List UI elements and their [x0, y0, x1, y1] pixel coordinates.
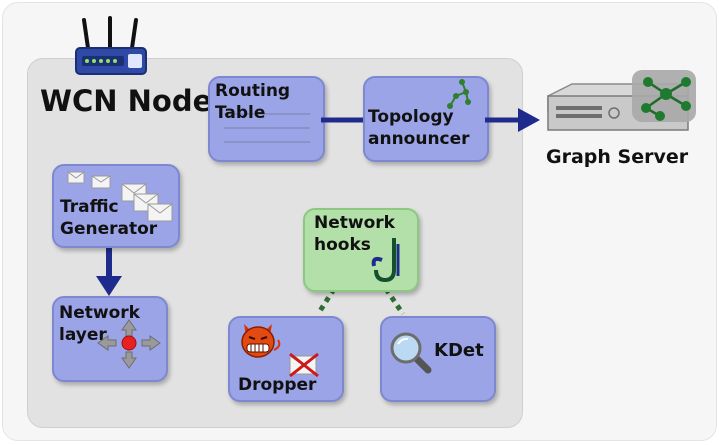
- graph-icon: [447, 79, 471, 109]
- table-lines-icon: [224, 113, 310, 143]
- graph-server-label: Graph Server: [546, 146, 689, 168]
- traffic-generator-label: Traffic Generator: [60, 196, 157, 240]
- routing-arrows-icon: [97, 319, 161, 369]
- server-icon: [547, 70, 696, 131]
- router-icon: [75, 16, 147, 75]
- dropper-label: Dropper: [238, 375, 317, 395]
- network-hooks-label: Network hooks: [314, 212, 395, 256]
- traffic-generator-text: Traffic Generator: [60, 197, 158, 239]
- blocked-envelope-icon: [289, 352, 319, 378]
- network-hooks-box: [303, 208, 419, 292]
- envelopes-icon: [67, 171, 173, 222]
- topology-announcer-label: Topology announcer: [368, 106, 470, 150]
- kdet-box: [380, 316, 496, 402]
- hooks-to-dropper-link: [315, 287, 337, 316]
- network-hooks-text: Network hooks: [314, 213, 395, 255]
- routing-table-box: [208, 76, 325, 162]
- network-layer-text: Network layer: [59, 303, 140, 345]
- kdet-label: KDet: [434, 340, 484, 361]
- network-layer-box: [52, 296, 168, 382]
- node-title: WCN Node: [40, 84, 213, 118]
- devil-icon: [241, 324, 281, 358]
- routing-table-label: Routing Table: [215, 80, 290, 124]
- hook-icon: [371, 238, 400, 283]
- magnifier-icon: [390, 332, 432, 374]
- routing-table-text: Routing Table: [215, 81, 291, 123]
- network-layer-label: Network layer: [59, 302, 140, 346]
- hooks-to-kdet-link: [383, 287, 406, 316]
- topology-announcer-text: Topology announcer: [368, 107, 470, 149]
